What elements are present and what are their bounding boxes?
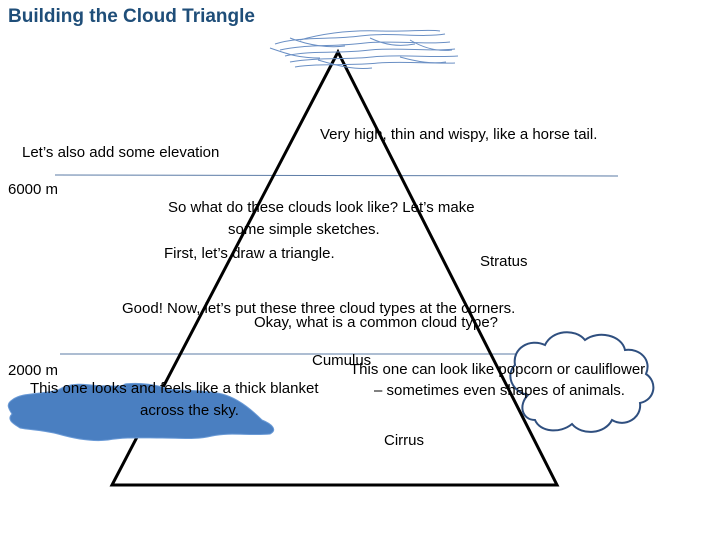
cumulus-cloud-icon [509,331,655,433]
cirrus-label: Cirrus [384,432,424,449]
draw-triangle-caption: First, let’s draw a triangle. [164,245,335,262]
look-question-line-2: some simple sketches. [228,221,380,238]
look-question-line-1: So what do these clouds look like? Let’s… [168,199,475,216]
elevation-label-2000: 2000 m [8,362,59,379]
stratus-label-top: Stratus [480,253,528,270]
elevation-label-6000: 6000 m [8,181,59,198]
cirrus-cloud-icon [269,29,459,69]
elevation-intro: Let’s also add some elevation [22,144,220,161]
stratus-description-line-2: across the sky. [140,402,239,419]
cumulus-description-line-1: This one can look like popcorn or caulif… [350,361,646,378]
slide-title: Building the Cloud Triangle [8,6,255,27]
elevation-line-6000 [54,174,619,177]
stratus-cloud-icon [7,382,275,441]
cloud-triangle [109,48,560,487]
common-type-question: Okay, what is a common cloud type? [254,314,498,331]
cumulus-description-line-2: – sometimes even shapes of animals. [374,382,625,399]
corners-caption: Good! Now, let’s put these three cloud t… [122,300,516,317]
cumulus-label: Cumulus [312,352,372,369]
stratus-description-line-1: This one looks and feels like a thick bl… [30,380,319,397]
cirrus-description: Very high, thin and wispy, like a horse … [320,126,598,143]
